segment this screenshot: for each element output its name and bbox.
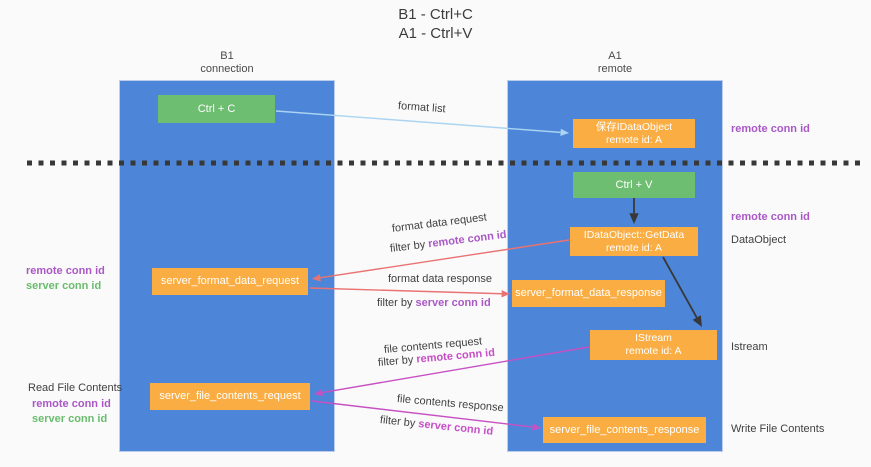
remote-conn-id-label-left-top: remote conn id — [26, 265, 105, 277]
filter-by-server-conn-id-label-1: filter by server conn id — [377, 297, 491, 309]
format-data-request-label: format data request — [391, 211, 488, 235]
save-idataobject-line1: 保存IDataObject — [595, 120, 673, 133]
left-lane-title: B1 — [220, 50, 234, 62]
istream-line1: IStream — [635, 332, 672, 344]
istream-line2: remote id: A — [625, 345, 682, 357]
server-conn-id-label-left-top: server conn id — [26, 280, 102, 292]
file-contents-response-label: file contents response — [396, 393, 505, 415]
format-response-label: server_format_data_response — [515, 287, 662, 299]
server-conn-id-label-left-bottom: server conn id — [32, 413, 108, 425]
filter-by-text: filter by — [377, 353, 417, 369]
format-data-response-label: format data response — [388, 273, 492, 285]
istream-box: IStream remote id: A — [590, 330, 717, 360]
server-conn-id-highlight: server conn id — [417, 418, 494, 438]
dataobject-label: DataObject — [731, 234, 787, 246]
filter-by-server-conn-id-label-2: filter by server conn id — [379, 414, 493, 438]
save-idataobject-box: 保存IDataObject remote id: A — [573, 119, 695, 148]
filter-by-text: filter by — [379, 414, 419, 430]
right-lane-header: A1 remote — [507, 50, 723, 76]
server-format-data-response-box: server_format_data_response — [512, 280, 665, 307]
ctrl-v-box: Ctrl + V — [573, 172, 695, 198]
save-idataobject-line2: remote id: A — [605, 133, 663, 146]
remote-conn-id-label-left-bottom: remote conn id — [32, 398, 111, 410]
server-conn-id-highlight: server conn id — [415, 297, 491, 309]
remote-conn-id-highlight: remote conn id — [427, 228, 508, 251]
server-format-data-request-box: server_format_data_request — [152, 268, 308, 295]
file-request-label: server_file_contents_request — [159, 390, 301, 402]
istream-side-label: Istream — [731, 341, 768, 353]
title-line-2: A1 - Ctrl+V — [398, 25, 473, 42]
server-file-contents-response-box: server_file_contents_response — [543, 417, 706, 443]
left-lane-header: B1 connection — [119, 50, 335, 76]
remote-conn-id-label-right-top: remote conn id — [731, 123, 810, 135]
diagram-title: B1 - Ctrl+C A1 - Ctrl+V — [0, 5, 871, 43]
filter-by-text: filter by — [377, 297, 416, 309]
format-list-label: format list — [397, 100, 446, 116]
right-lane-title: A1 — [608, 50, 622, 62]
getdata-line2: remote id: A — [605, 241, 663, 254]
ctrl-c-box: Ctrl + C — [158, 95, 275, 123]
title-line-1: B1 - Ctrl+C — [398, 6, 473, 23]
idataobject-getdata-box: IDataObject::GetData remote id: A — [570, 227, 698, 256]
write-file-contents-label: Write File Contents — [731, 423, 825, 435]
left-lane-subtitle: connection — [200, 63, 254, 75]
filter-by-text: filter by — [389, 238, 429, 255]
right-lane-subtitle: remote — [597, 63, 633, 75]
format-request-label: server_format_data_request — [160, 275, 300, 287]
server-file-contents-request-box: server_file_contents_request — [150, 383, 310, 410]
ctrl-c-label: Ctrl + C — [197, 102, 236, 115]
format-request-to-response-arrow — [309, 287, 510, 298]
ctrl-v-label: Ctrl + V — [615, 178, 653, 191]
read-file-contents-label: Read File Contents — [28, 382, 123, 394]
remote-conn-id-label-right-mid: remote conn id — [731, 211, 810, 223]
file-response-label: server_file_contents_response — [549, 423, 700, 436]
getdata-line1: IDataObject::GetData — [583, 228, 685, 241]
